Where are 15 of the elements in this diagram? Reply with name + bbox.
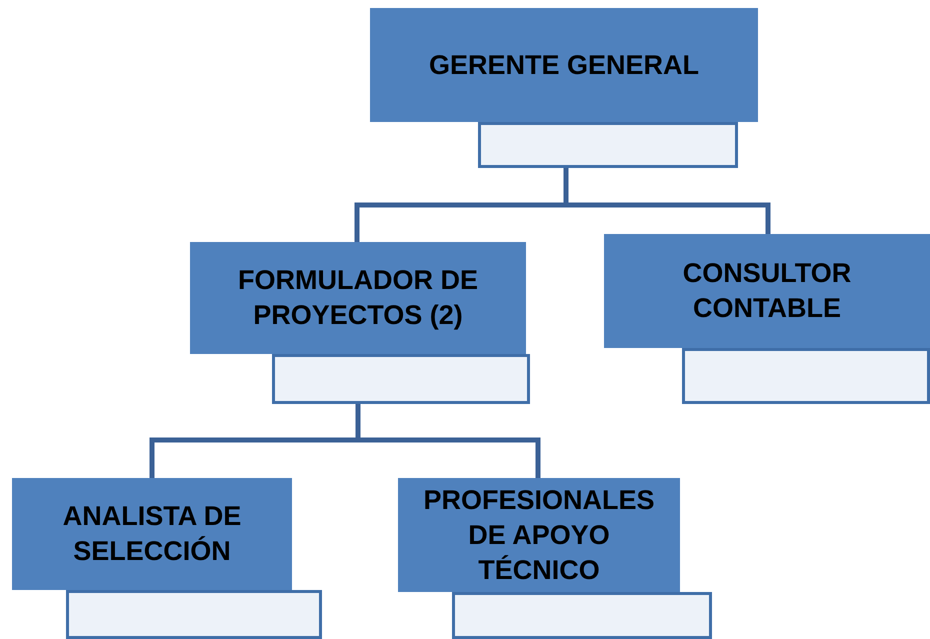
position-title: FORMULADOR DE PROYECTOS (2) [237,264,479,332]
subtitle-box [66,590,322,639]
subtitle-box [272,354,530,404]
subtitle-box [452,592,712,639]
position-title: CONSULTOR CONTABLE [682,257,852,325]
position-title: GERENTE GENERAL [428,48,700,82]
position-title: PROFESIONALES DE APOYO TÉCNICO [422,484,656,586]
position-box [604,234,930,348]
position-box [12,478,292,590]
subtitle-box [682,348,930,404]
position-title: ANALISTA DE SELECCIÓN [62,500,242,568]
position-box [370,8,758,122]
subtitle-box [478,122,738,168]
position-box [190,242,526,354]
position-box [398,478,680,592]
